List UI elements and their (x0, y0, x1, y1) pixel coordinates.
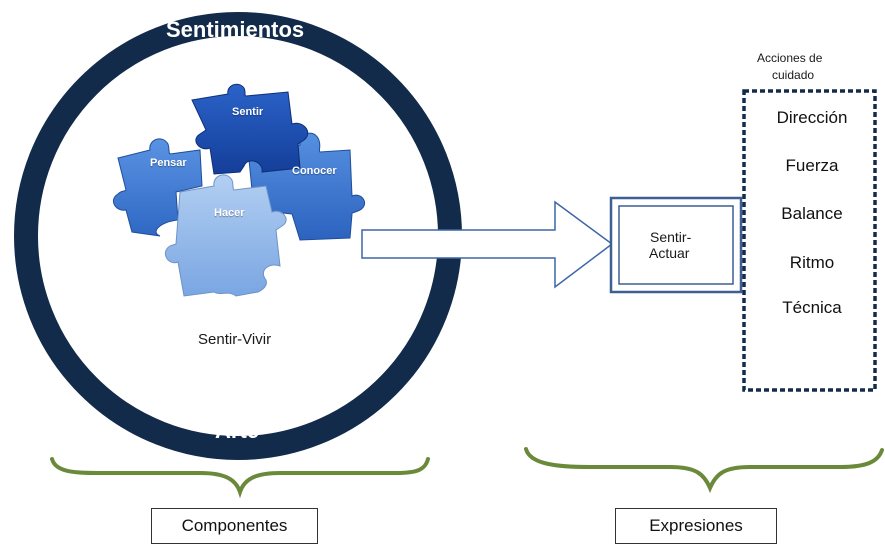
big-arrow (361, 200, 614, 289)
puzzle-label-conocer: Conocer (292, 165, 337, 177)
left-brace (50, 457, 430, 499)
puzzle-piece-sentir (191, 83, 309, 175)
puzzle-label-hacer: Hacer (214, 207, 245, 219)
arrow-target-line1: Sentir- (650, 229, 692, 245)
actions-title-line1: Acciones de (757, 51, 823, 65)
components-label: Componentes (151, 508, 318, 544)
action-item-direccion: Dirección (776, 108, 848, 127)
puzzle-group (113, 83, 365, 297)
action-item-ritmo: Ritmo (789, 253, 835, 272)
puzzle-piece-pensar (113, 138, 203, 237)
puzzle-label-sentir: Sentir (232, 106, 264, 118)
expressions-label: Expresiones (615, 508, 777, 544)
ring-top-label: Sentimientos (166, 17, 305, 42)
sentir-actuar-box-inner (618, 205, 734, 285)
actions-dashed-box (742, 89, 877, 392)
action-item-balance: Balance (781, 204, 843, 223)
puzzle-label-pensar: Pensar (150, 157, 187, 169)
center-label: Sentir-Vivir (198, 331, 272, 348)
action-item-tecnica: Técnica (782, 298, 842, 317)
puzzle-piece-hacer (165, 174, 287, 297)
ring-bottom-label: Arte (215, 418, 260, 443)
arrow-target-line2: Actuar (649, 245, 690, 261)
right-brace (524, 447, 884, 494)
actions-title-line2: cuidado (772, 68, 815, 82)
action-item-fuerza: Fuerza (785, 156, 839, 175)
